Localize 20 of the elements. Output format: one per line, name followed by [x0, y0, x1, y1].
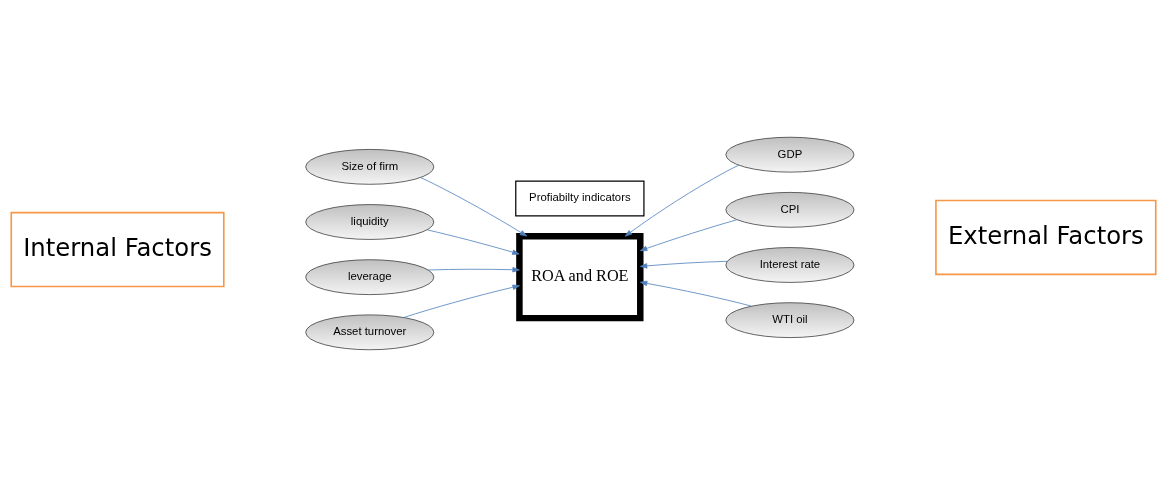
node-box: External Factors: [935, 199, 1157, 275]
node-ellipse: CPI: [725, 191, 855, 228]
arrow: [403, 284, 520, 318]
arrow: [420, 176, 528, 236]
node-box: Internal Factors: [10, 211, 225, 287]
arrow: [426, 228, 520, 255]
node-ellipse: Interest rate: [725, 246, 855, 283]
node-ellipse: GDP: [725, 136, 855, 173]
node-ellipse: Size of firm: [305, 148, 435, 185]
node-ellipse: WTI oil: [725, 301, 855, 338]
arrow: [640, 280, 752, 306]
node-ellipse: Asset turnover: [305, 313, 435, 350]
arrow: [640, 260, 728, 269]
arrow: [640, 218, 738, 251]
node-ellipse: leverage: [305, 258, 435, 295]
arrow: [624, 164, 740, 237]
arrow: [427, 266, 520, 272]
node-box: Profiabilty indicators: [515, 179, 645, 217]
node-ellipse: liquidity: [305, 203, 435, 240]
node-box: ROA and ROE: [516, 232, 644, 321]
